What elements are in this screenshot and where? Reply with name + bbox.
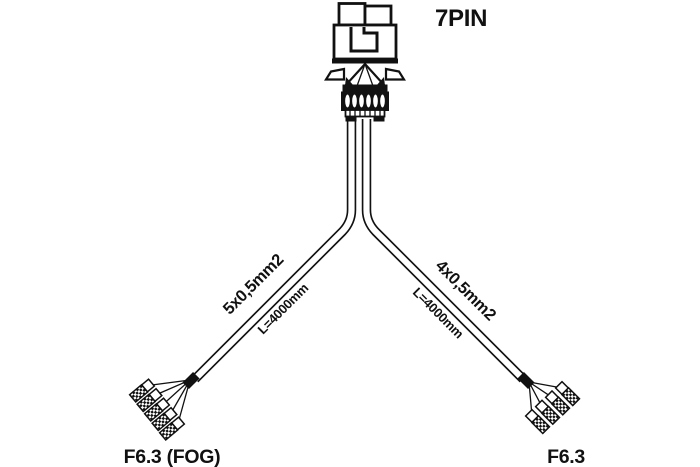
plug-cap-right — [363, 4, 393, 27]
terminal-f63 — [544, 389, 571, 416]
right-connector-label: F6.3 — [547, 446, 585, 467]
fanout-wire — [169, 379, 191, 415]
gland-nut-band — [342, 84, 388, 93]
terminal-f63 — [143, 397, 171, 423]
top-connector-label: 7PIN — [435, 5, 487, 32]
plug-cap-left — [337, 2, 367, 27]
terminal-f63 — [128, 378, 156, 404]
terminal-f63 — [524, 408, 551, 435]
fanout-wire — [162, 379, 191, 405]
seven-pin-plug — [324, 2, 406, 122]
fanout-wire — [155, 379, 191, 396]
terminal-f63 — [554, 380, 581, 407]
terminal-f63 — [534, 399, 561, 426]
right-terminal-fanout — [524, 380, 581, 435]
terminal-f63 — [151, 406, 178, 432]
mount-wing-right — [384, 67, 406, 81]
fanout-wire — [147, 379, 191, 387]
fanout-wire — [177, 379, 191, 424]
plug-keyway — [349, 27, 379, 53]
mount-wing-left — [324, 67, 346, 81]
cable-trunk-y-split — [191, 119, 527, 383]
terminal-f63 — [158, 416, 186, 442]
left-terminal-fanout — [128, 378, 191, 442]
terminal-f63 — [136, 387, 163, 413]
left-connector-label: F6.3 (FOG) — [124, 446, 221, 467]
